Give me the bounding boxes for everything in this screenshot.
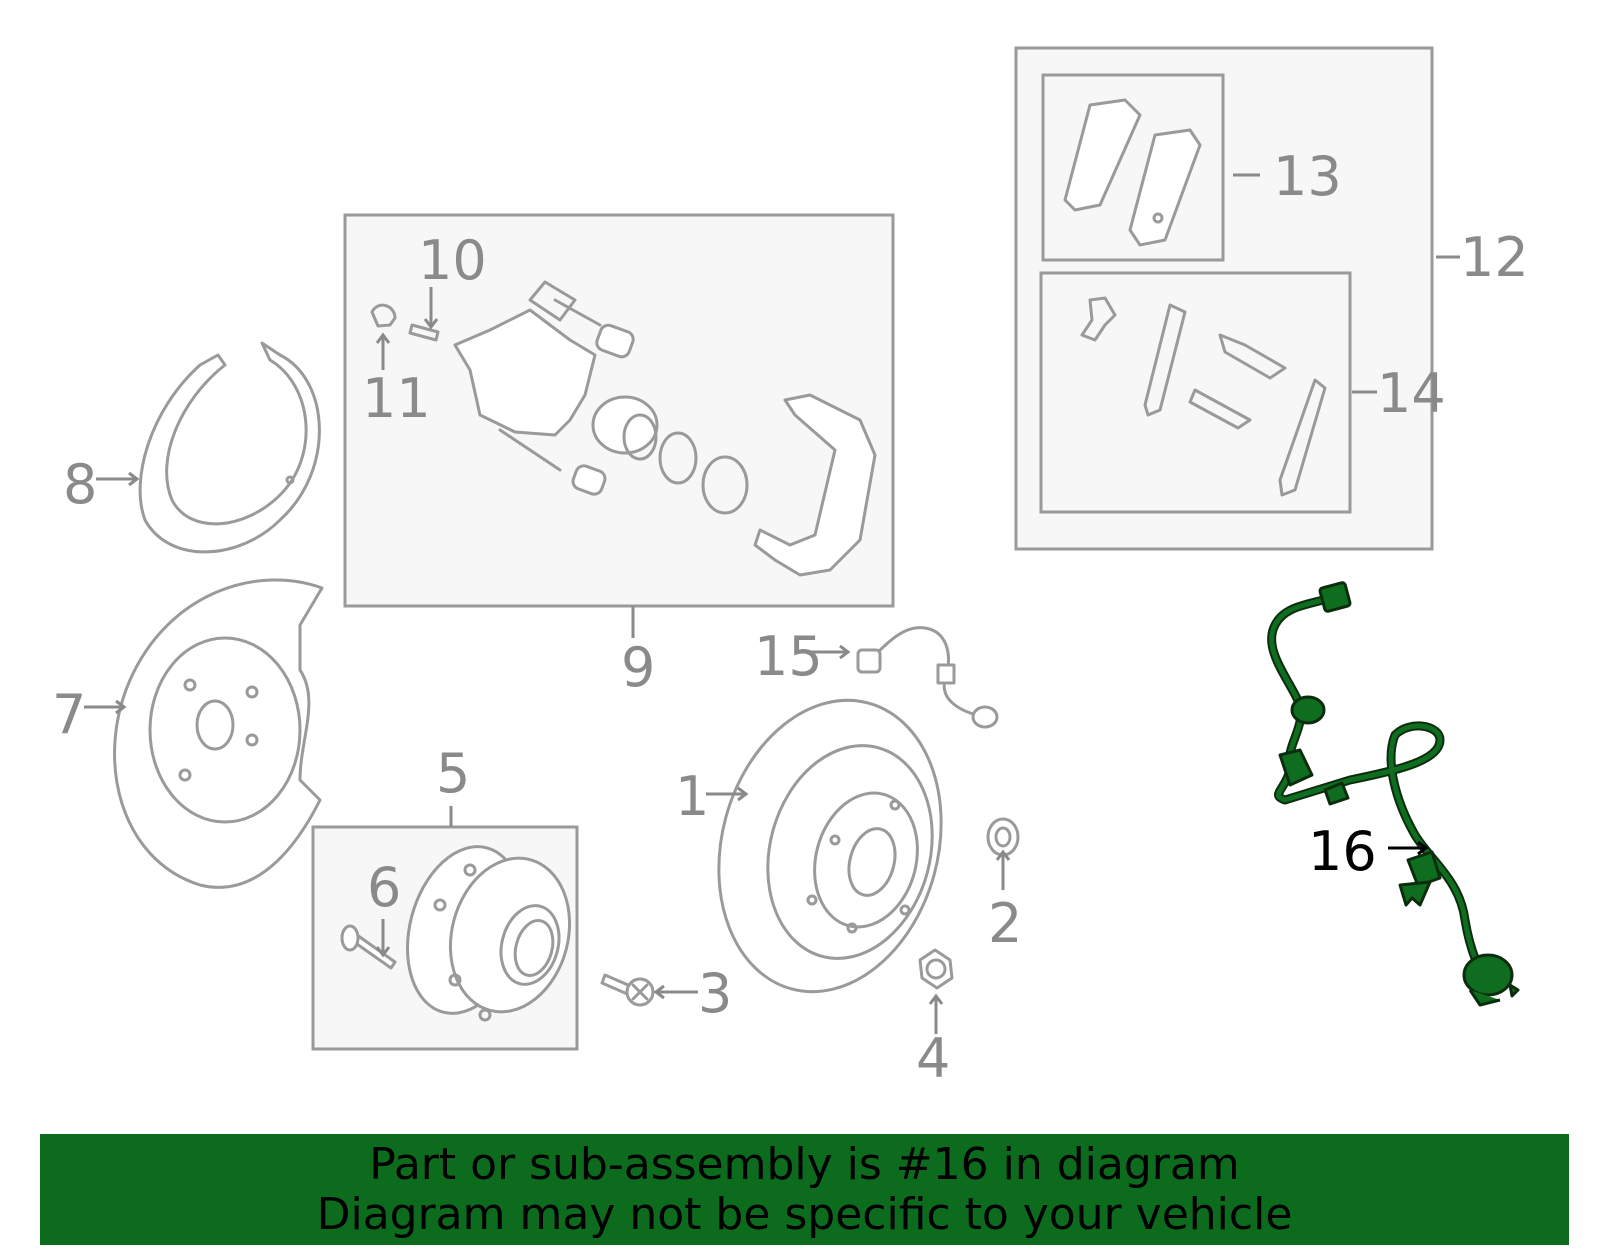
callout-14: 14 [1377, 362, 1446, 425]
brake-rotor [717, 698, 943, 994]
brake-hose [856, 626, 999, 729]
callout-15: 15 [754, 625, 823, 688]
caliper-body [453, 280, 635, 496]
callout-8: 8 [63, 453, 97, 516]
callout-1: 1 [675, 765, 709, 828]
leader-lines [84, 173, 1460, 1034]
callout-6: 6 [367, 856, 401, 919]
callout-11: 11 [362, 367, 431, 430]
callout-16: 16 [1308, 820, 1377, 883]
pad-hardware [1080, 296, 1327, 497]
callout-7: 7 [52, 683, 86, 746]
wheel-hub-bearing [405, 845, 572, 1022]
wheel-stud [340, 924, 397, 970]
brake-pads [1063, 98, 1202, 247]
bleeder-cap [370, 303, 397, 328]
bleeder-screw [408, 323, 440, 342]
callout-12: 12 [1460, 226, 1529, 289]
parking-brake-shoe [138, 341, 321, 554]
callout-9: 9 [621, 636, 655, 699]
callout-3: 3 [698, 962, 732, 1025]
caliper-piston [591, 395, 659, 461]
callout-10: 10 [418, 229, 487, 292]
callout-5: 5 [436, 742, 470, 805]
piston-seal [658, 431, 698, 485]
callout-13: 13 [1273, 145, 1342, 208]
callout-4: 4 [916, 1027, 950, 1090]
piston-boot [701, 455, 749, 515]
rotor-screw [600, 973, 655, 1007]
callout-2: 2 [988, 892, 1022, 955]
abs-wheel-speed-sensor [1267, 581, 1520, 1007]
caliper-bracket [753, 393, 877, 577]
backing-plate [113, 578, 324, 889]
banner-line-1: Part or sub-assembly is #16 in diagram [369, 1138, 1240, 1190]
part-notice-banner: Part or sub-assembly is #16 in diagram D… [40, 1134, 1569, 1245]
hub-nut [918, 948, 954, 990]
banner-line-2: Diagram may not be specific to your vehi… [316, 1188, 1293, 1240]
